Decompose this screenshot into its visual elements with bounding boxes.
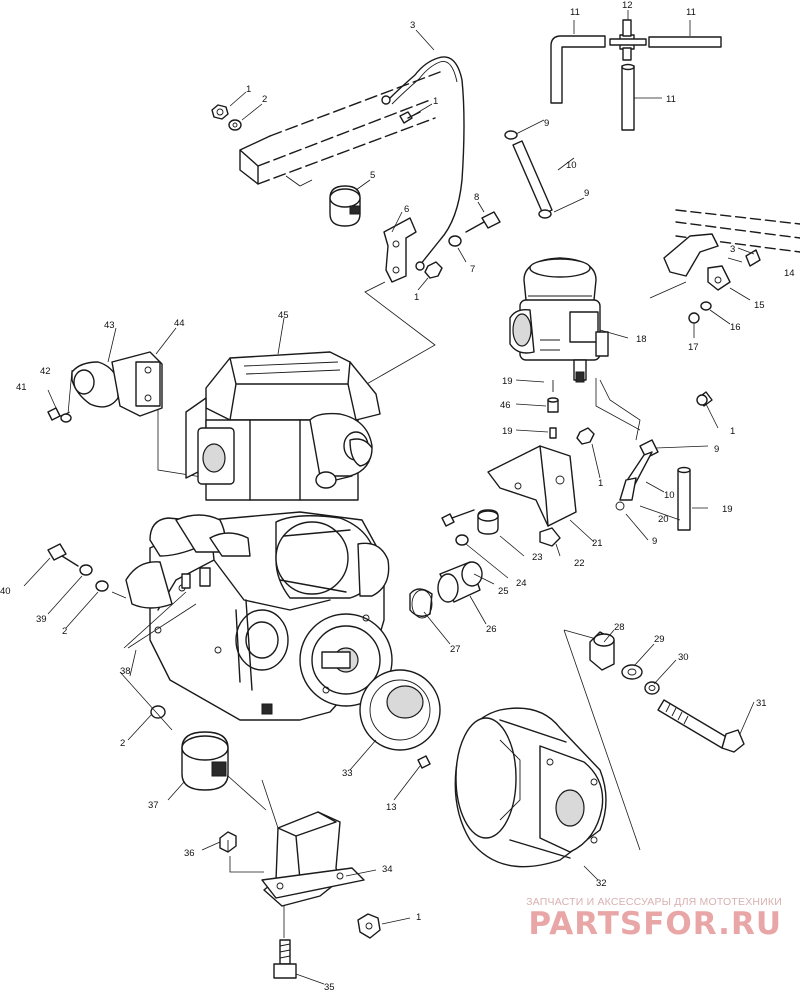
- callout-19: 19: [502, 376, 513, 387]
- callout-2: 2: [62, 626, 67, 637]
- callout-1: 1: [730, 426, 735, 437]
- callout-1: 1: [433, 96, 438, 107]
- callout-5: 5: [370, 170, 375, 181]
- callout-43: 43: [104, 320, 115, 331]
- drive-clutch: [454, 707, 607, 868]
- callout-38: 38: [120, 666, 131, 677]
- callout-3: 3: [410, 20, 415, 31]
- callout-3: 3: [730, 244, 735, 255]
- callout-1: 1: [416, 912, 421, 923]
- right-frame: [649, 209, 800, 324]
- callout-45: 45: [278, 310, 289, 321]
- callout-9: 9: [544, 118, 549, 129]
- callout-8: 8: [474, 192, 479, 203]
- watermark-brand: PARTSFOR.RU: [528, 906, 782, 942]
- callout-35: 35: [324, 982, 335, 992]
- watermark: ЗАПЧАСТИ И АКСЕССУАРЫ ДЛЯ МОТОТЕХНИКИ PA…: [526, 896, 782, 942]
- callout-30: 30: [678, 652, 689, 663]
- callout-14: 14: [784, 268, 795, 279]
- fuel-hose-straight: [621, 36, 722, 131]
- callout-36: 36: [184, 848, 195, 859]
- callout-39: 39: [36, 614, 47, 625]
- callout-2: 2: [120, 738, 125, 749]
- intake-boot: [71, 351, 163, 417]
- callout-11: 11: [686, 7, 696, 18]
- rubber-mount-5: [329, 185, 361, 227]
- nut-36: [219, 831, 237, 853]
- callout-9: 9: [584, 188, 589, 199]
- bolt-41-washer-42: [47, 407, 72, 423]
- callout-17: 17: [688, 342, 699, 353]
- nut-washer-top: [211, 104, 242, 131]
- callout-9: 9: [714, 444, 719, 455]
- callout-32: 32: [596, 878, 607, 889]
- fuel-hose-elbow: [550, 35, 606, 104]
- hose-right: [615, 391, 713, 531]
- callout-29: 29: [654, 634, 665, 645]
- callout-24: 24: [516, 578, 527, 589]
- callout-27: 27: [450, 644, 461, 655]
- callout-1: 1: [246, 84, 251, 95]
- callout-6: 6: [404, 204, 409, 215]
- callout-28: 28: [614, 622, 625, 633]
- callout-19: 19: [502, 426, 513, 437]
- callout-2: 2: [262, 94, 267, 105]
- callout-26: 26: [486, 624, 497, 635]
- callout-11: 11: [570, 7, 580, 18]
- callout-19: 19: [722, 504, 733, 515]
- callout-18: 18: [636, 334, 647, 345]
- nut-1-bottom: [357, 913, 381, 939]
- bracket-21: [487, 427, 595, 527]
- callout-37: 37: [148, 800, 159, 811]
- callout-20: 20: [658, 514, 669, 525]
- callout-10: 10: [664, 490, 675, 501]
- engine-block: [125, 511, 393, 721]
- callout-31: 31: [756, 698, 767, 709]
- bolt-40: [47, 543, 109, 592]
- callout-9: 9: [652, 536, 657, 547]
- bolt-1b: [399, 111, 421, 124]
- callout-42: 42: [40, 366, 51, 377]
- callout-13: 13: [386, 802, 397, 813]
- bracket-34: [261, 811, 365, 907]
- clutch-cover: [359, 669, 441, 769]
- fuel-tee-fitting: [609, 19, 647, 61]
- callout-7: 7: [470, 264, 475, 275]
- callout-41: 41: [16, 382, 27, 393]
- callout-22: 22: [574, 558, 585, 569]
- callout-44: 44: [174, 318, 185, 329]
- callout-34: 34: [382, 864, 393, 875]
- callout-33: 33: [342, 768, 353, 779]
- callout-16: 16: [730, 322, 741, 333]
- callout-10: 10: [566, 160, 577, 171]
- ground-cable: [381, 56, 465, 271]
- spacer-46: [547, 380, 559, 439]
- callout-11: 11: [666, 94, 676, 105]
- callout-1: 1: [598, 478, 603, 489]
- frame-rail: [239, 71, 441, 187]
- callout-1: 1: [414, 292, 419, 303]
- callout-46: 46: [500, 400, 511, 411]
- bolt-washer-mid: [441, 509, 561, 547]
- watermark-subtitle: ЗАПЧАСТИ И АКСЕССУАРЫ ДЛЯ МОТОТЕХНИКИ: [526, 896, 782, 908]
- bolt-31: [657, 699, 745, 753]
- bolt-8-washer-7: [424, 211, 501, 279]
- callout-23: 23: [532, 552, 543, 563]
- callout-21: 21: [592, 538, 603, 549]
- leader-lines: [23, 10, 755, 985]
- callout-25: 25: [498, 586, 509, 597]
- rubber-mount-37: [150, 705, 229, 791]
- starter-motor: [409, 561, 483, 619]
- engine-head: [185, 351, 381, 501]
- mount-28: [589, 631, 660, 695]
- callout-15: 15: [754, 300, 765, 311]
- callout-40: 40: [0, 586, 11, 597]
- fuel-hose-10: [504, 130, 553, 219]
- bolt-35: [273, 939, 297, 979]
- carburetor: [509, 257, 609, 383]
- bracket-6: [383, 217, 417, 283]
- callout-12: 12: [622, 0, 633, 11]
